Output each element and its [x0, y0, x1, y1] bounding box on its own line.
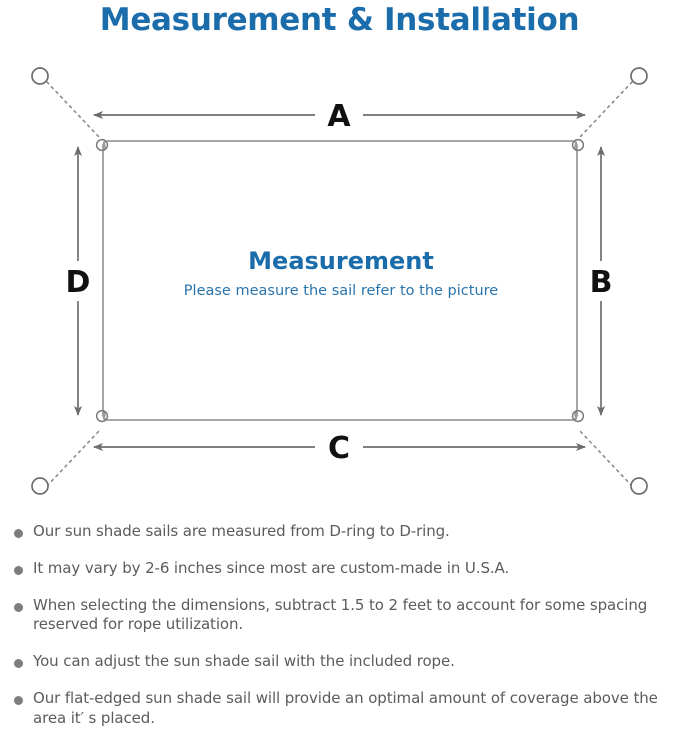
list-item: It may vary by 2-6 inches since most are…: [0, 559, 679, 579]
list-item-text: It may vary by 2-6 inches since most are…: [33, 558, 510, 577]
list-item: Our flat-edged sun shade sail will provi…: [0, 689, 679, 729]
list-item-text: Our sun shade sails are measured from D-…: [33, 522, 450, 540]
rope-top-right: [579, 81, 633, 138]
d-ring-top-right: [571, 138, 585, 152]
bullet-icon: [14, 602, 23, 612]
list-item-text: When selecting the dimensions, subtract …: [33, 595, 648, 634]
d-ring-group: [95, 138, 585, 423]
bullet-icon: [14, 565, 23, 575]
anchor-point-top-left: [31, 67, 49, 85]
dimension-label-c: C: [328, 431, 350, 466]
diagram-center-heading: Measurement: [248, 247, 434, 275]
diagram-center-subheading: Please measure the sail refer to the pic…: [184, 283, 498, 299]
dimension-label-b: B: [590, 265, 613, 300]
list-item-text: You can adjust the sun shade sail with t…: [33, 652, 455, 671]
dimension-arrow-group: [74, 111, 605, 451]
list-item-text: Our flat-edged sun shade sail will provi…: [33, 688, 658, 727]
anchor-point-bottom-right: [630, 477, 648, 495]
d-ring-top-left: [95, 138, 109, 152]
dimension-label-a: A: [327, 99, 351, 134]
instruction-list: Our sun shade sails are measured from D-…: [0, 522, 679, 746]
measurement-diagram: A B C D Measurement Please measure the s…: [0, 48, 679, 516]
sail-panel: [102, 140, 578, 421]
anchor-point-bottom-left: [31, 477, 49, 495]
list-item: Our sun shade sails are measured from D-…: [0, 522, 679, 542]
d-ring-bottom-right: [571, 409, 585, 423]
page-title: Measurement & Installation: [99, 2, 580, 38]
rope-group: [46, 81, 633, 487]
dimension-label-d: D: [66, 265, 91, 300]
bullet-icon: [14, 695, 23, 705]
anchor-group: [31, 67, 648, 495]
rope-bottom-right: [579, 430, 633, 487]
bullet-icon: [14, 659, 23, 669]
bullet-icon: [14, 529, 23, 538]
d-ring-bottom-left: [95, 409, 109, 423]
list-item: When selecting the dimensions, subtract …: [0, 596, 679, 636]
list-item: You can adjust the sun shade sail with t…: [0, 652, 679, 672]
rope-top-left: [46, 81, 100, 138]
rope-bottom-left: [46, 430, 100, 487]
anchor-point-top-right: [630, 67, 648, 85]
